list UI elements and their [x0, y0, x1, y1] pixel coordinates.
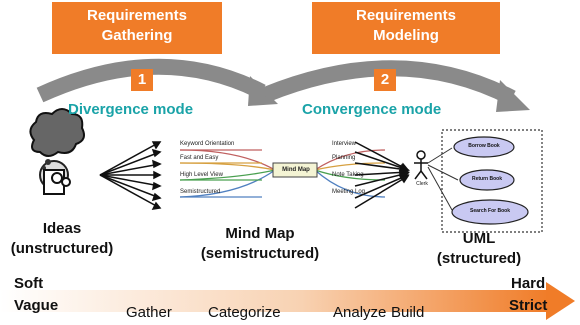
- use-case-return: [459, 169, 515, 191]
- step-1-title-box: Requirements Gathering: [52, 2, 222, 54]
- step-2-title-line1: Requirements: [355, 7, 457, 24]
- thought-bubble-icon: [29, 108, 85, 190]
- scale-vague-label: Vague: [14, 297, 59, 314]
- uml-diagram: [414, 129, 543, 233]
- ideas-caption: Ideas (unstructured): [2, 219, 122, 259]
- ideas-caption-line2: (unstructured): [10, 240, 114, 257]
- uml-caption-line2: (structured): [436, 250, 522, 267]
- mindmap-right-branch-4: Meeting Log: [332, 189, 366, 195]
- mindmap-center-node: [272, 162, 318, 178]
- mindmap-connectors: [179, 149, 386, 198]
- divergence-mode-label: Divergence mode: [68, 101, 194, 118]
- mindmap-right-branch-3: Note Taking: [332, 172, 364, 178]
- step-1-title-line2: Gathering: [101, 27, 173, 44]
- scale-arrow: [0, 282, 575, 320]
- divergence-arrows: [99, 141, 162, 210]
- use-case-borrow: [453, 136, 515, 158]
- uml-caption: UML (structured): [424, 229, 534, 269]
- step-2-number: 2: [374, 69, 396, 91]
- mindmap-center-label: Mind Map: [282, 167, 310, 173]
- mindmap-left-branch-3: High Level View: [180, 172, 223, 178]
- convergence-arrows: [354, 141, 410, 209]
- scale-soft-label: Soft: [14, 275, 44, 292]
- scale-hard-label: Hard: [511, 275, 546, 292]
- scale-stage-gather: Gather: [126, 304, 172, 321]
- mindmap-caption: Mind Map (semistructured): [185, 224, 335, 264]
- uml-actor-label: Clerk: [416, 181, 428, 187]
- uml-caption-line1: UML: [462, 230, 496, 247]
- person-head-icon: [43, 169, 71, 195]
- use-case-search-label: Search For Book: [469, 208, 510, 214]
- scale-stage-build: Build: [391, 304, 425, 321]
- mindmap-caption-line1: Mind Map: [225, 225, 295, 242]
- actor-icon: [414, 150, 428, 180]
- convergence-mode-label: Convergence mode: [302, 101, 442, 118]
- mindmap-left-branch-4: Semistructured: [180, 189, 221, 195]
- ideas-caption-line1: Ideas: [42, 220, 82, 237]
- mindmap-caption-line2: (semistructured): [200, 245, 320, 262]
- mindmap-right-branch-1: Interview: [332, 141, 357, 147]
- mindmap-left-branch-2: Fast and Easy: [180, 155, 219, 161]
- step-2-title-box: Requirements Modeling: [312, 2, 500, 54]
- step-1-title-line1: Requirements: [86, 7, 188, 24]
- step-1-number: 1: [131, 69, 153, 91]
- use-case-return-label: Return Book: [472, 176, 502, 182]
- scale-stage-analyze: Analyze: [333, 304, 387, 321]
- curved-arrow-2: [261, 60, 530, 112]
- use-case-search: [451, 199, 529, 225]
- use-case-borrow-label: Borrow Book: [468, 143, 500, 149]
- scale-stage-categorize: Categorize: [208, 304, 281, 321]
- step-2-title-line2: Modeling: [373, 27, 439, 44]
- scale-strict-label: Strict: [509, 297, 548, 314]
- mindmap-left-branch-1: Keyword Orientation: [180, 141, 235, 147]
- mindmap-right-branch-2: Planning: [332, 155, 356, 161]
